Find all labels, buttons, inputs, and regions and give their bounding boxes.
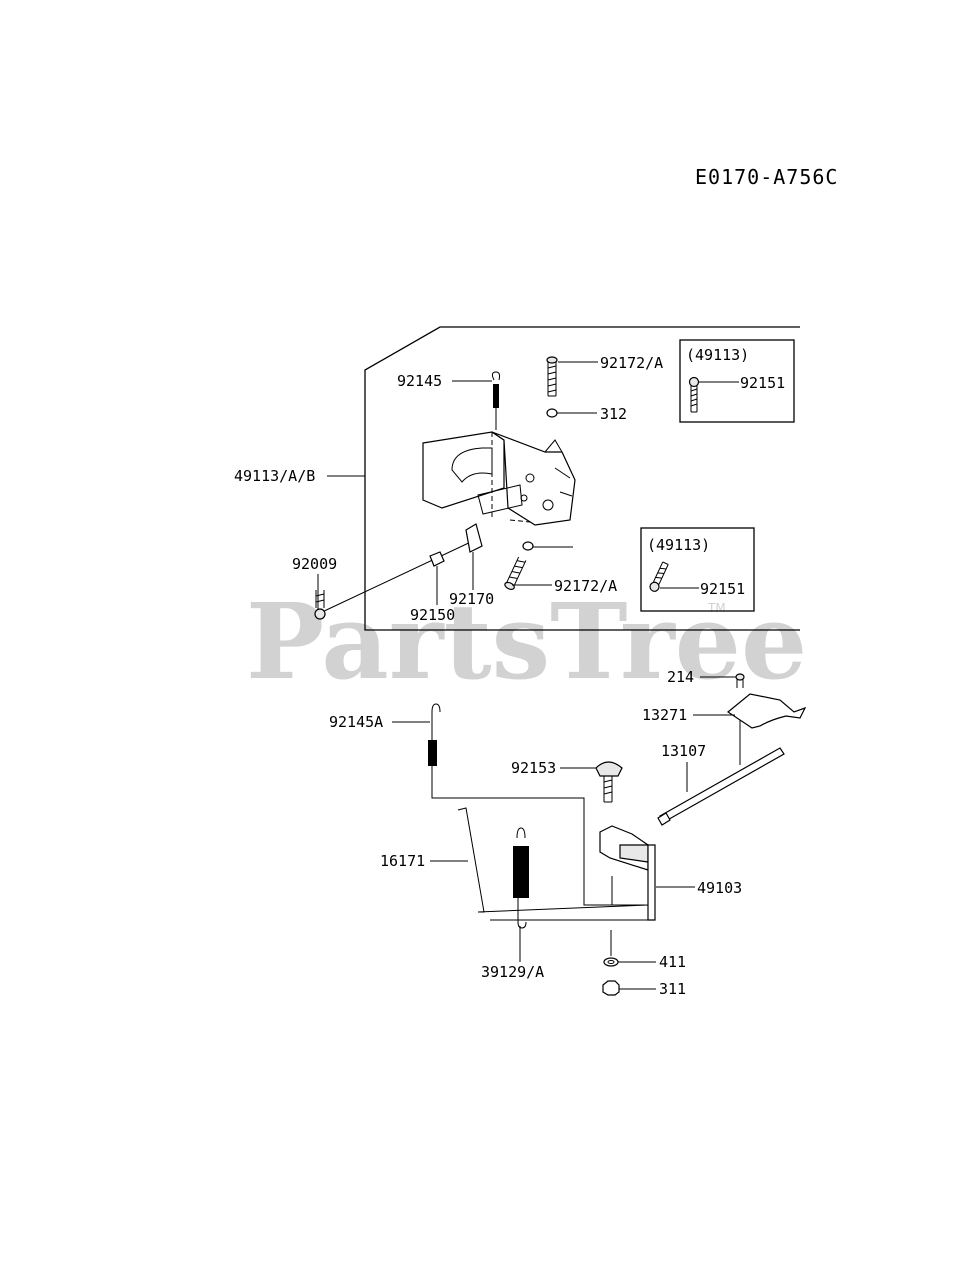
cable-rod <box>319 539 476 614</box>
plate-13271 <box>726 693 807 729</box>
callout-214: 214 <box>667 668 694 686</box>
callout-13107: 13107 <box>661 742 706 760</box>
callout-13271: 13271 <box>642 706 687 724</box>
inset-box-2-bolt <box>649 561 669 592</box>
bolt-92172A-bottom <box>504 556 527 590</box>
inset-box-2-part: 92151 <box>700 580 745 598</box>
callout-92145: 92145 <box>397 372 442 390</box>
inset-box-2: (49113) 92151 <box>640 527 755 612</box>
spring-39129A <box>513 827 529 929</box>
rod-16171 <box>457 807 485 913</box>
callout-16171: 16171 <box>380 852 425 870</box>
callout-49103: 49103 <box>697 879 742 897</box>
nut-92150 <box>429 551 445 567</box>
inset-box-2-header: (49113) <box>647 536 710 554</box>
control-bracket-49113 <box>422 431 576 526</box>
callout-49113AB: 49113/A/B <box>234 467 315 485</box>
callout-311: 311 <box>659 980 686 998</box>
callout-92153: 92153 <box>511 759 556 777</box>
watermark: PartsTree TM <box>246 580 807 703</box>
spring-92145 <box>491 371 501 430</box>
watermark-trademark: TM <box>707 601 726 615</box>
shaft-13107 <box>657 747 785 826</box>
callout-92009: 92009 <box>292 555 337 573</box>
lever-49103 <box>477 825 656 921</box>
washer-411 <box>603 957 619 967</box>
upper-assembly-frame <box>364 326 800 631</box>
bolt-92172A-top <box>546 356 558 397</box>
nut-312-bottom <box>522 541 534 551</box>
inset-box-1-header: (49113) <box>686 346 749 364</box>
callout-39129A: 39129/A <box>481 963 544 981</box>
inset-box-1-part: 92151 <box>740 374 785 392</box>
watermark-text: PartsTree <box>246 580 807 703</box>
callout-92170: 92170 <box>449 590 494 608</box>
inset-box-1-bolt <box>688 376 700 413</box>
clamp-92170 <box>465 523 483 553</box>
callout-92145A: 92145A <box>329 713 383 731</box>
spring-92145A <box>428 703 645 906</box>
callout-312-top: 312 <box>600 405 627 423</box>
callout-411: 411 <box>659 953 686 971</box>
nut-311 <box>602 980 620 996</box>
inset-box-1: (49113) 92151 <box>679 339 795 423</box>
nut-312-top <box>546 408 558 418</box>
inset-box-1-frame <box>679 339 795 423</box>
callout-92172A-top: 92172/A <box>600 354 663 372</box>
screw-92009 <box>314 590 326 620</box>
diagram-code: E0170-A756C <box>695 165 838 189</box>
bolt-92153 <box>595 761 623 803</box>
inset-box-2-frame <box>640 527 755 612</box>
callout-92172A-bottom: 92172/A <box>554 577 617 595</box>
callout-92150: 92150 <box>410 606 455 624</box>
